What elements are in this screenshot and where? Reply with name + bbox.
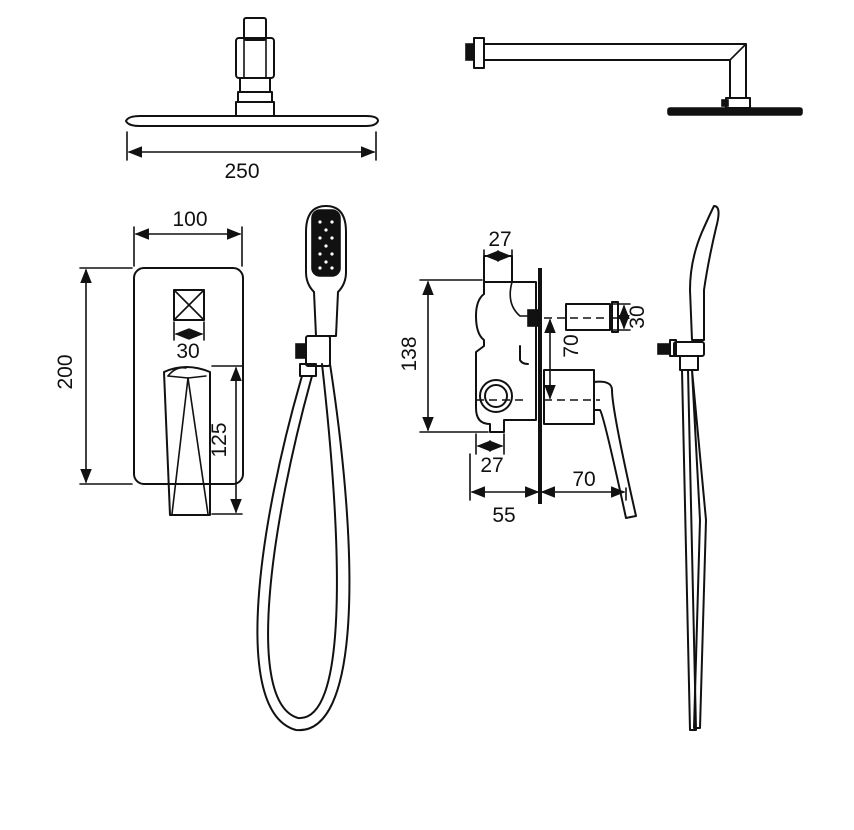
mixer-side-view bbox=[475, 255, 637, 519]
dim-label-30-handle: 30 bbox=[176, 340, 199, 363]
hand-shower-side-view bbox=[657, 205, 720, 731]
dimension-125: 125 bbox=[208, 365, 243, 515]
mixer-plate-front-view bbox=[133, 267, 244, 516]
dimension-27-top: 27 bbox=[483, 228, 513, 271]
dimension-100: 100 bbox=[133, 208, 243, 267]
dim-label-250: 250 bbox=[224, 160, 259, 183]
dim-label-138: 138 bbox=[398, 336, 421, 371]
dimension-70-horizontal: 70 bbox=[540, 468, 627, 501]
dimension-138: 138 bbox=[398, 279, 489, 433]
dim-label-27-top: 27 bbox=[488, 228, 511, 251]
shower-arm-side-view bbox=[465, 37, 803, 116]
dimension-55: 55 bbox=[469, 453, 540, 527]
dim-label-100: 100 bbox=[172, 208, 207, 231]
dim-label-55: 55 bbox=[492, 504, 515, 527]
dimension-70-vertical: 70 bbox=[544, 318, 583, 400]
dim-label-125: 125 bbox=[208, 422, 231, 457]
spray-nozzles bbox=[318, 220, 334, 270]
dimension-30-outlet: 30 bbox=[611, 303, 649, 331]
shower-head-front-view bbox=[125, 17, 379, 127]
dim-label-30-outlet: 30 bbox=[626, 305, 649, 328]
dim-label-27-bottom: 27 bbox=[480, 454, 503, 477]
dimension-30-handle: 30 bbox=[173, 321, 205, 363]
dimension-250: 250 bbox=[126, 131, 377, 183]
dim-label-200: 200 bbox=[54, 354, 77, 389]
dim-label-70-horizontal: 70 bbox=[572, 468, 595, 491]
dimension-27-bottom: 27 bbox=[475, 433, 505, 477]
dim-label-70-vertical: 70 bbox=[560, 334, 583, 357]
hand-shower-with-hose bbox=[256, 205, 351, 732]
dimension-200: 200 bbox=[54, 267, 133, 485]
